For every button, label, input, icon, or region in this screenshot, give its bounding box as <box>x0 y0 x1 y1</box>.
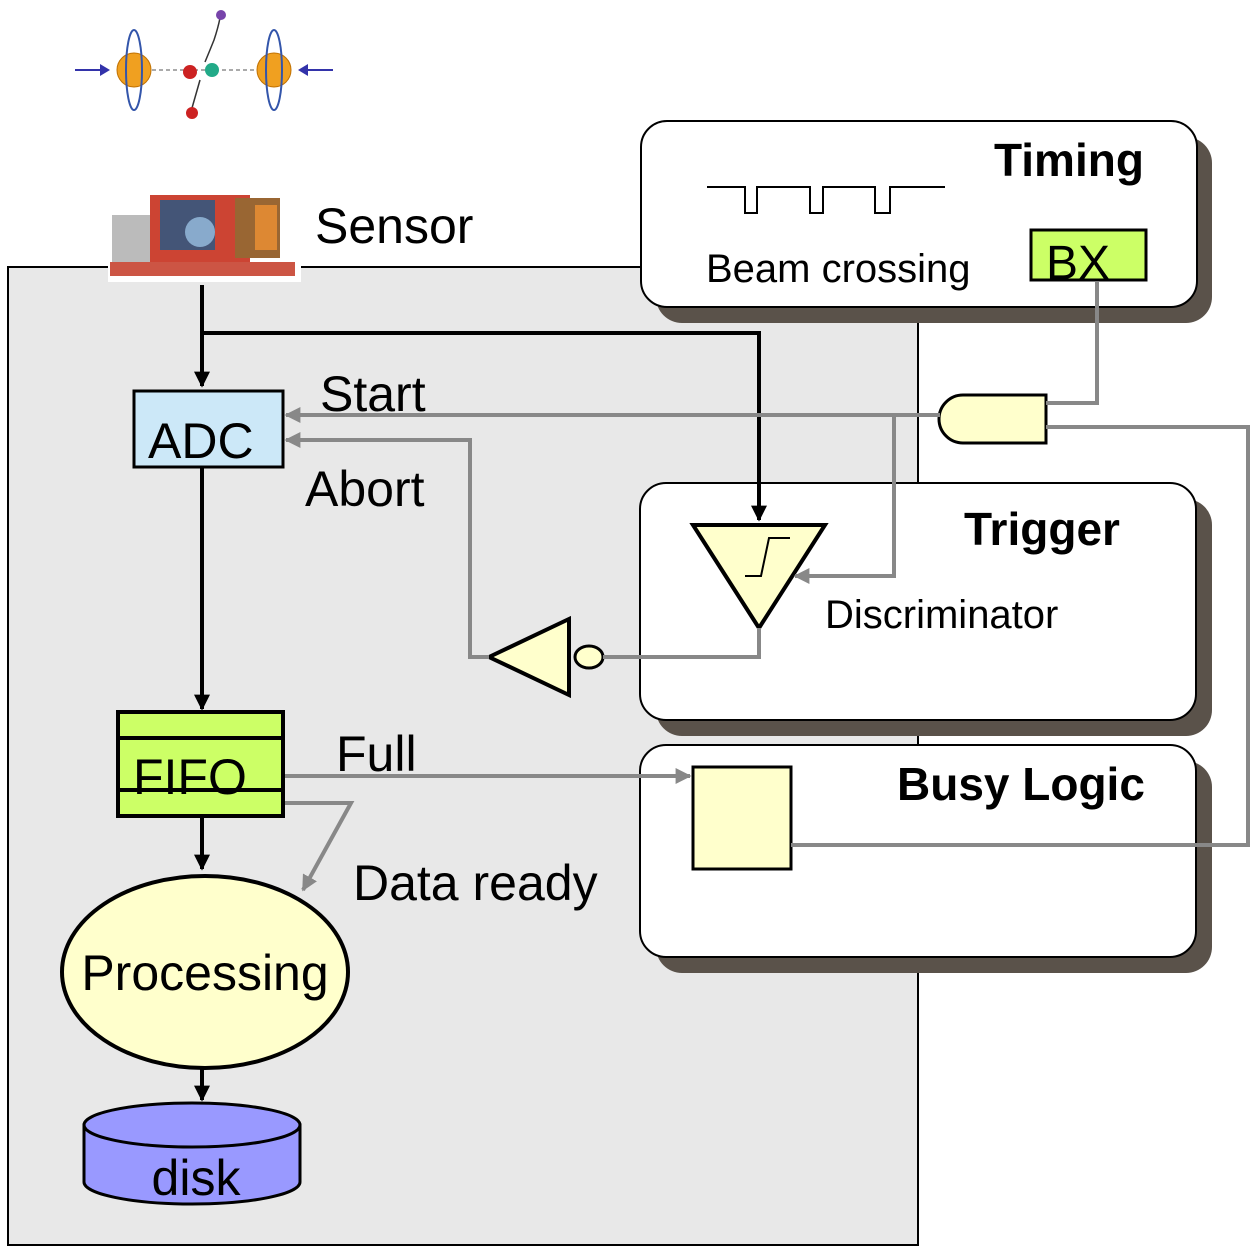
processing-label: Processing <box>81 945 328 1001</box>
control-signals <box>284 282 1250 892</box>
data-ready-label: Data ready <box>353 855 598 911</box>
inverter-icon <box>484 615 605 699</box>
disk-cylinder <box>82 1101 302 1206</box>
busy-flipflop <box>691 765 793 871</box>
fifo-label: FIFO <box>133 749 247 805</box>
start-label: Start <box>320 366 426 422</box>
sensor-detector-icon <box>108 185 301 282</box>
adc-box <box>132 389 285 469</box>
fifo-box <box>116 710 285 818</box>
data-path <box>194 285 767 1102</box>
busy-logic-title: Busy Logic <box>897 758 1145 810</box>
proton-collision-icon <box>75 10 333 119</box>
timing-title: Timing <box>994 134 1144 186</box>
bx-label: BX <box>1046 237 1110 290</box>
processing-ellipse <box>60 874 350 1070</box>
beam-crossing-waveform <box>707 186 945 214</box>
beam-crossing-label: Beam crossing <box>706 247 971 291</box>
discriminator-label: Discriminator <box>825 593 1058 637</box>
discriminator-icon <box>689 523 829 632</box>
trigger-title: Trigger <box>964 503 1120 555</box>
abort-label: Abort <box>305 461 425 517</box>
adc-label: ADC <box>148 413 254 469</box>
full-label: Full <box>336 726 417 782</box>
bx-box <box>1029 228 1148 282</box>
sensor-label: Sensor <box>315 198 473 254</box>
disk-label: disk <box>152 1150 242 1206</box>
and-gate-icon <box>937 393 1048 445</box>
